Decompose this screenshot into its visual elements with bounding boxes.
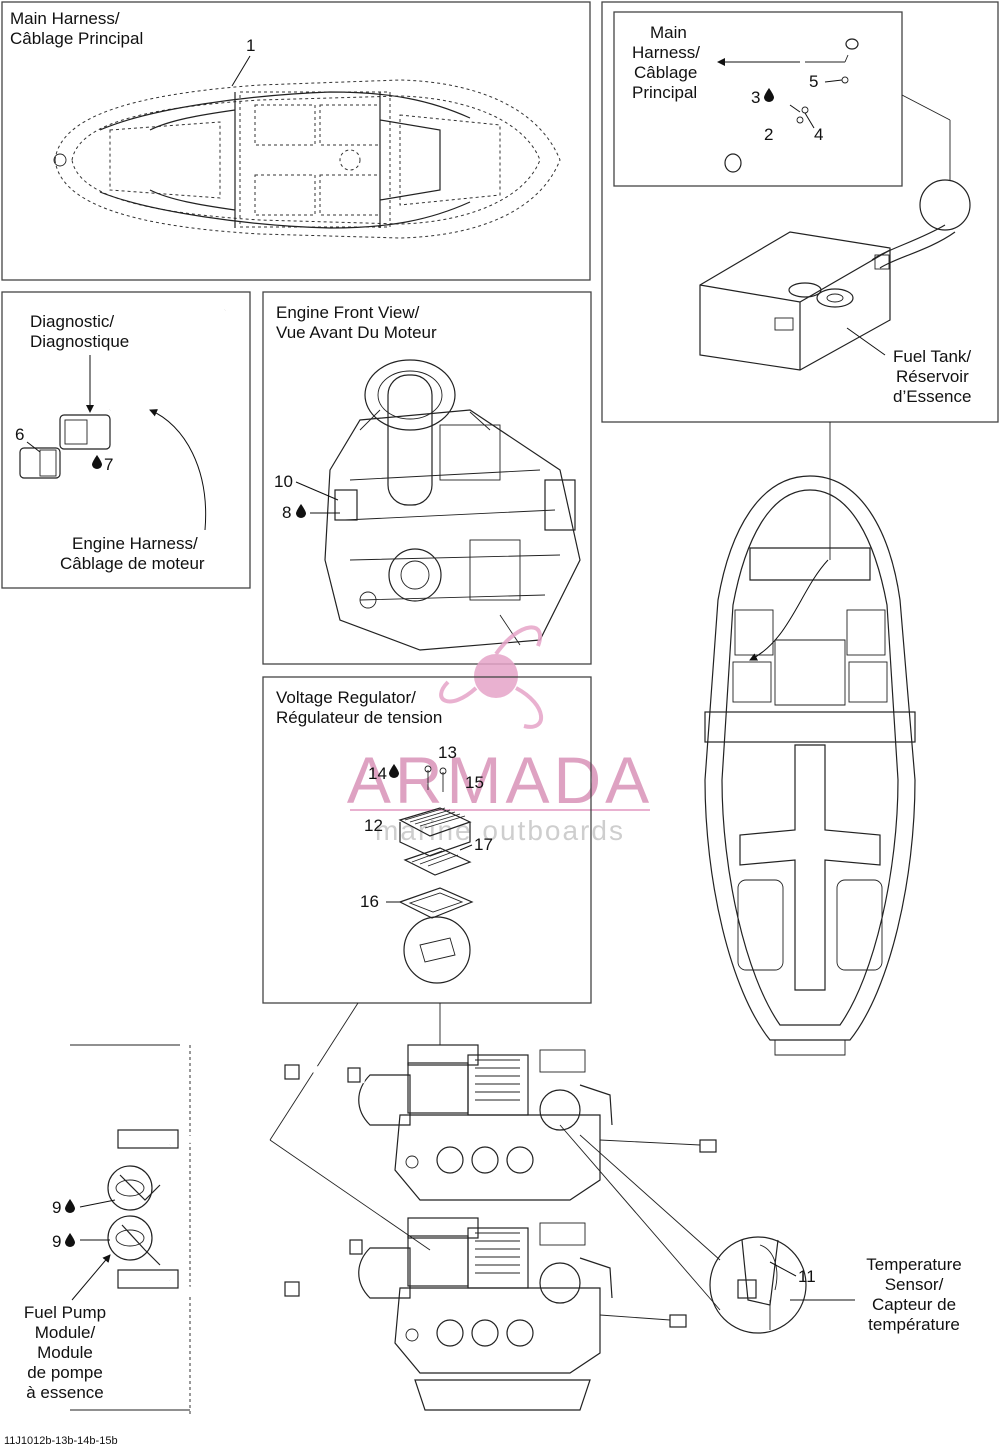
callout-1: 1: [246, 36, 255, 55]
tank-harness-en: Main: [650, 23, 687, 42]
svg-text:à essence: à essence: [26, 1383, 104, 1402]
svg-text:Capteur de: Capteur de: [872, 1295, 956, 1314]
diagnostic-fr: Diagnostique: [30, 332, 129, 351]
callout-15: 15: [465, 773, 484, 792]
svg-text:de pompe: de pompe: [27, 1363, 103, 1382]
callout-16: 16: [360, 892, 379, 911]
svg-text:Sensor/: Sensor/: [885, 1275, 944, 1294]
callout-11: 11: [798, 1267, 816, 1286]
engine-upper: [358, 1044, 613, 1201]
armada-watermark: ARMADA marine outboards: [347, 625, 653, 846]
callout-3: 3: [751, 88, 760, 107]
watermark-tagline: marine outboards: [375, 815, 625, 846]
callout-8: 8: [282, 503, 291, 522]
tank-harness-en2: Harness/: [632, 43, 700, 62]
voltage-regulator-en: Voltage Regulator/: [276, 688, 416, 707]
callout-9-lower: 9: [52, 1232, 61, 1251]
engine-front-panel: Engine Front View/ Vue Avant Du Moteur 1…: [262, 291, 592, 665]
callout-17: 17: [474, 835, 493, 854]
footer-code: 11J1012b-13b-14b-15b: [4, 1435, 118, 1447]
callout-5: 5: [809, 72, 818, 91]
engine-harness-en: Engine Harness/: [72, 534, 198, 553]
lower-engine-assembly-drawing: [70, 1002, 721, 1415]
fuel-tank-panel: Main Harness/ Câblage Principal 3 2 4 5: [601, 1, 999, 423]
callout-10: 10: [274, 472, 293, 491]
svg-text:Fuel Pump: Fuel Pump: [24, 1303, 106, 1322]
voltage-regulator-panel: Voltage Regulator/ Régulateur de tension…: [262, 676, 592, 1004]
voltage-regulator-drawing: [386, 765, 474, 984]
hull-top-view-drawing: [53, 79, 561, 239]
fuel-pump-arrow: [71, 1254, 111, 1301]
engine-front-fr: Vue Avant Du Moteur: [276, 323, 437, 342]
callout-2: 2: [764, 125, 773, 144]
lubricant-drop-icon: [764, 88, 774, 102]
fuel-pump-module-drawing: [107, 1129, 179, 1289]
temperature-sensor-label: Temperature Sensor/ Capteur de températu…: [866, 1255, 961, 1334]
lubricant-drop-icon: [296, 504, 306, 518]
main-harness-title-fr: Câblage Principal: [10, 29, 143, 48]
fuel-pump-label: Fuel Pump Module/ Module de pompe à esse…: [24, 1303, 106, 1402]
svg-text:Module: Module: [37, 1343, 93, 1362]
fuel-tank-leader: [846, 327, 886, 356]
engine-lower: [358, 1217, 613, 1411]
boat-top-view-drawing: [704, 422, 916, 1056]
tank-harness-fr2: Principal: [632, 83, 697, 102]
callout-7: 7: [104, 455, 113, 474]
callout-13: 13: [438, 743, 457, 762]
fuel-tank-en: Fuel Tank/: [893, 347, 971, 366]
callout-9-upper: 9: [52, 1198, 61, 1217]
svg-text:Temperature: Temperature: [866, 1255, 961, 1274]
callout-12: 12: [364, 816, 383, 835]
temperature-sensor-drawing: [709, 1236, 807, 1334]
watermark-brand: ARMADA: [347, 743, 653, 817]
callout-6: 6: [15, 425, 24, 444]
svg-text:température: température: [868, 1315, 960, 1334]
fuel-tank-drawing: [699, 224, 956, 371]
lubricant-drop-icon: [65, 1199, 75, 1213]
fuel-tank-fr: Réservoir: [896, 367, 969, 386]
main-harness-title-en: Main Harness/: [10, 9, 120, 28]
engine-harness-fr: Câblage de moteur: [60, 554, 205, 573]
fuel-tank-fr2: d’Essence: [893, 387, 971, 406]
leader-1: [231, 55, 251, 87]
svg-text:Module/: Module/: [35, 1323, 96, 1342]
diagnostic-panel: Diagnostic/ Diagnostique 6 7 Engine Harn…: [1, 291, 251, 589]
voltage-regulator-fr: Régulateur de tension: [276, 708, 442, 727]
lubricant-drop-icon: [92, 455, 102, 469]
engine-front-drawing: [324, 359, 581, 651]
main-harness-panel: Main Harness/ Câblage Principal 1: [1, 1, 591, 281]
lubricant-drop-icon: [65, 1233, 75, 1247]
fuel-filler-pipe-drawing: [724, 38, 886, 173]
engine-harness-arrow: [149, 409, 207, 531]
diagnostic-connector-drawing: [19, 304, 230, 479]
engine-front-en: Engine Front View/: [276, 303, 420, 322]
diagnostic-en: Diagnostic/: [30, 312, 114, 331]
propeller-logo-icon: [439, 625, 543, 729]
tank-harness-fr: Câblage: [634, 63, 697, 82]
callout-14: 14: [368, 764, 387, 783]
callout-4: 4: [814, 125, 823, 144]
